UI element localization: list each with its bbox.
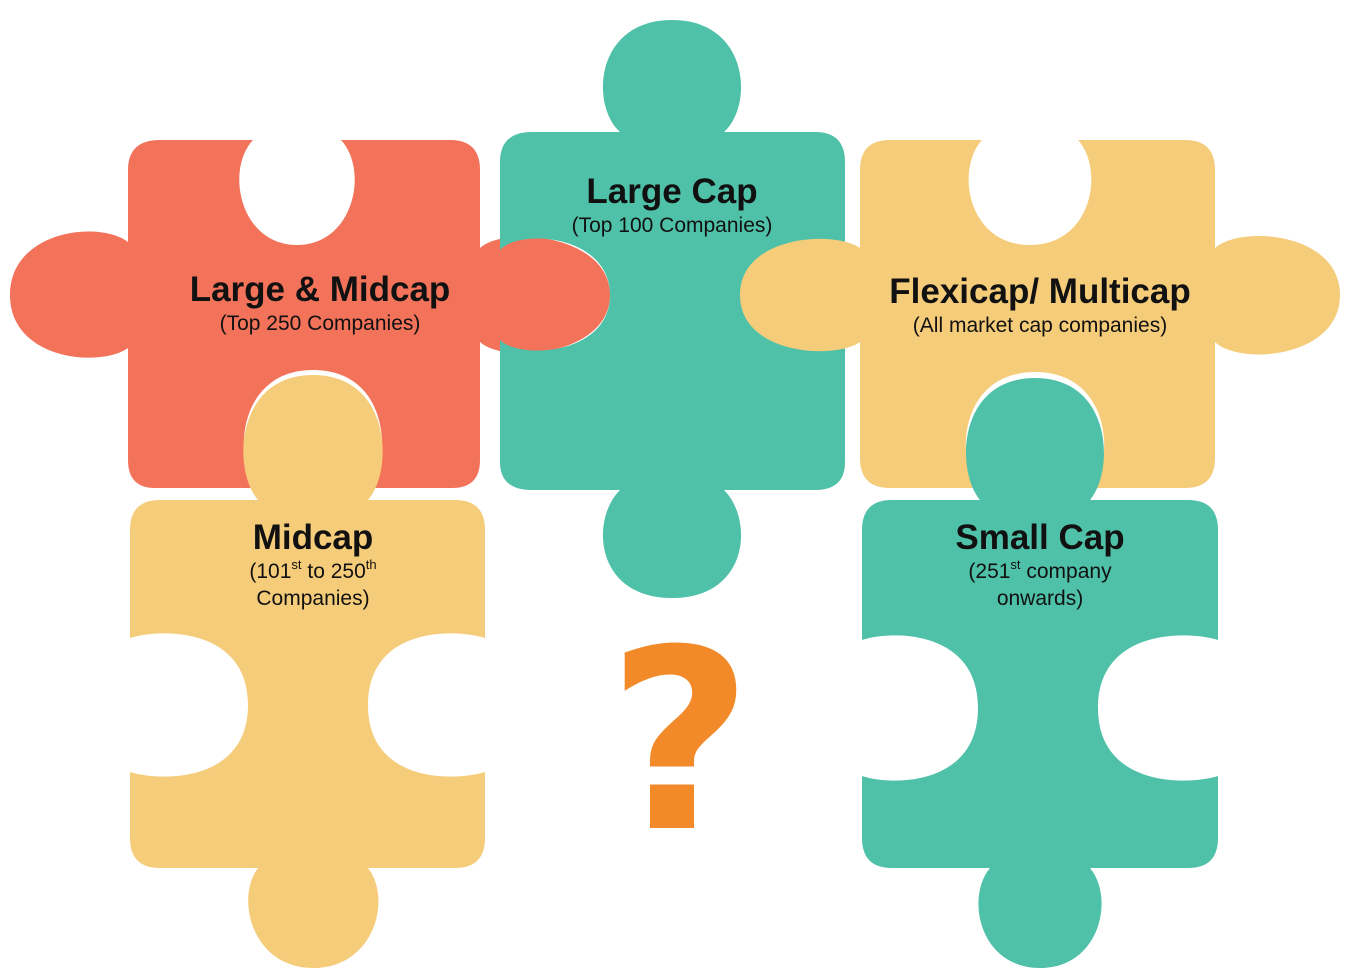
small-cap-subtitle-line2: onwards) xyxy=(996,587,1084,610)
small-cap-subtitle-line1: (251st company xyxy=(968,557,1112,583)
flexicap-multicap-label: Flexicap/ Multicap (All market cap compa… xyxy=(855,272,1225,339)
large-cap-title: Large Cap xyxy=(586,172,758,211)
flexicap-multicap-subtitle: (All market cap companies) xyxy=(912,314,1168,337)
midcap-subtitle-line2: Companies) xyxy=(256,587,370,610)
flexicap-multicap-title: Flexicap/ Multicap xyxy=(889,272,1191,311)
small-cap-piece xyxy=(862,378,1218,968)
small-cap-label: Small Cap (251st company onwards) xyxy=(910,518,1170,612)
large-cap-subtitle: (Top 100 Companies) xyxy=(571,214,773,237)
flexicap-multicap-piece xyxy=(740,140,1340,488)
question-mark: ? xyxy=(607,596,753,887)
midcap-title: Midcap xyxy=(252,518,374,557)
large-midcap-subtitle: (Top 250 Companies) xyxy=(219,312,421,335)
midcap-subtitle-line1: (101st to 250th xyxy=(249,557,377,583)
large-midcap-label: Large & Midcap (Top 250 Companies) xyxy=(170,270,470,337)
midcap-piece xyxy=(130,375,485,968)
large-midcap-piece xyxy=(10,140,610,488)
large-midcap-title: Large & Midcap xyxy=(189,270,451,309)
midcap-label: Midcap (101st to 250th Companies) xyxy=(183,518,443,612)
small-cap-title: Small Cap xyxy=(955,518,1125,557)
large-cap-label: Large Cap (Top 100 Companies) xyxy=(522,172,822,239)
large-cap-piece xyxy=(500,20,845,598)
